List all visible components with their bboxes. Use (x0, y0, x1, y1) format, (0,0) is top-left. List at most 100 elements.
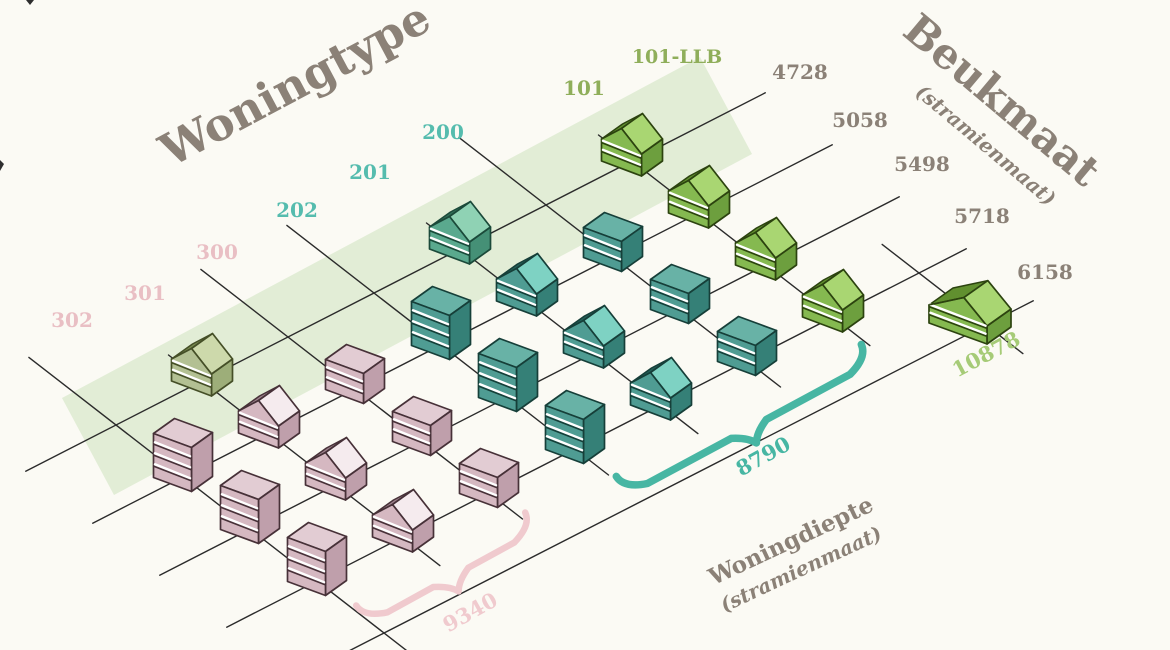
woningdiepte-brace-9340 (352, 509, 530, 617)
crop-mark-left (0, 160, 4, 171)
house-200-5058 (582, 211, 644, 273)
floor-gap (325, 366, 364, 383)
floor-gap (429, 227, 470, 246)
floor-line (220, 517, 259, 534)
floor-gap (305, 463, 346, 481)
house-300-5498 (391, 395, 453, 457)
floor-line (392, 420, 431, 437)
floor-gap (238, 411, 279, 429)
floor-line (478, 374, 517, 391)
row-label-300: 300 (196, 240, 238, 264)
house-302-5718 (286, 521, 348, 597)
house-300-5718 (458, 447, 520, 509)
house-101-5498 (734, 216, 798, 281)
floor-gap (802, 295, 843, 313)
floor-gap (287, 545, 326, 562)
floor-line (802, 307, 843, 324)
row-label-201: 201 (349, 160, 391, 184)
floor-line (630, 395, 671, 412)
floor-gap (305, 472, 346, 490)
floor-gap (459, 480, 498, 497)
floor-line (563, 334, 604, 351)
floor-line (411, 333, 450, 350)
floor-gap (478, 372, 517, 389)
col-label-5498: 5498 (894, 152, 950, 176)
floor-line (630, 386, 671, 403)
floor-line (650, 298, 689, 315)
floor-line (153, 454, 192, 471)
floor-gap (392, 418, 431, 435)
floor-gap (478, 361, 517, 378)
floor-gap (563, 331, 604, 349)
floor-line (238, 414, 279, 431)
house-101-5058 (667, 164, 731, 229)
floor-line (287, 547, 326, 564)
floor-line (563, 343, 604, 360)
floor-line (601, 151, 642, 168)
floor-gap (220, 515, 259, 532)
floor-line (496, 282, 537, 299)
house-301-5718 (371, 488, 435, 553)
floor-gap (650, 286, 689, 303)
crop-mark-top (26, 0, 34, 5)
beukmaat-line-6158 (349, 300, 1035, 650)
floor-line (545, 415, 584, 432)
house-101-4728 (600, 112, 664, 177)
floor-line (238, 423, 279, 440)
floor-gap (478, 383, 517, 400)
floor-gap (372, 524, 413, 542)
floor-line (325, 378, 364, 395)
house-301-4728 (170, 332, 234, 397)
row-label-202: 202 (276, 198, 318, 222)
floor-gap (735, 243, 776, 261)
floor-line (929, 306, 987, 329)
floor-gap (630, 392, 671, 410)
floor-line (668, 203, 709, 220)
floor-gap (802, 304, 843, 322)
floor-line (717, 340, 756, 357)
house-201-4728 (428, 200, 492, 265)
row-label-101: 101 (563, 76, 605, 100)
floor-line (478, 363, 517, 380)
floor-line (171, 362, 212, 379)
house-201-5498 (562, 304, 626, 369)
floor-line (459, 482, 498, 499)
floor-line (668, 194, 709, 211)
floor-gap (735, 252, 776, 270)
floor-gap (411, 331, 450, 348)
floor-line (411, 322, 450, 339)
floor-gap (563, 340, 604, 358)
woningtype-line-302 (28, 356, 408, 650)
floor-line (372, 527, 413, 544)
house-201-5058 (495, 252, 559, 317)
floor-gap (238, 420, 279, 438)
house-302-5058 (152, 417, 214, 493)
floor-gap (496, 279, 537, 297)
floor-gap (220, 493, 259, 510)
floor-line (372, 518, 413, 535)
house-201-5718 (629, 356, 693, 421)
floor-gap (601, 148, 642, 167)
floor-line (153, 443, 192, 460)
roof-fold-line (928, 296, 965, 306)
floor-line (735, 255, 776, 272)
floor-line (305, 466, 346, 483)
house-301-5058 (237, 384, 301, 449)
floor-line (429, 239, 470, 256)
house-200-5498 (649, 263, 711, 325)
floor-gap (171, 359, 212, 377)
floor-gap (668, 200, 709, 219)
floor-gap (929, 303, 987, 327)
row-label-200: 200 (422, 120, 464, 144)
floor-line (153, 465, 192, 482)
floor-line (802, 298, 843, 315)
row-label-301: 301 (124, 281, 166, 305)
floor-gap (429, 236, 470, 255)
floor-gap (545, 424, 584, 441)
floor-line (305, 475, 346, 492)
floor-line (478, 385, 517, 402)
house-202-5718 (544, 389, 606, 465)
floor-gap (717, 348, 756, 365)
row-label-302: 302 (51, 308, 93, 332)
